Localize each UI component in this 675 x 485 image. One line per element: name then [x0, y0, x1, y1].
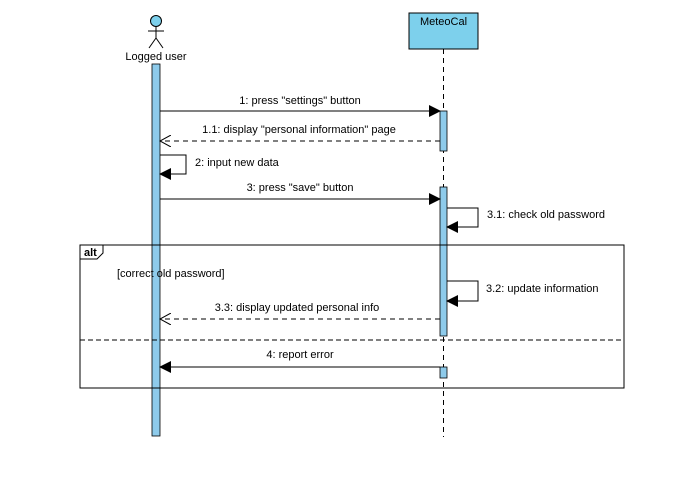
- message-3-2-label: 3.2: update information: [486, 283, 599, 295]
- message-3-label: 3: press "save" button: [247, 182, 354, 194]
- actor-activation-bar: [151, 63, 161, 437]
- system-activation-3: [439, 366, 448, 379]
- message-4-label: 4: report error: [266, 349, 334, 361]
- message-1-label: 1: press "settings" button: [239, 95, 361, 107]
- actor-left-leg: [148, 37, 157, 49]
- message-2-arrow: [159, 154, 187, 180]
- alt-guard-label: [correct old password]: [117, 268, 225, 280]
- actor-label: Logged user: [125, 51, 186, 63]
- alt-operator-label: alt: [84, 247, 97, 259]
- message-3-2: 3.2: update information: [446, 280, 599, 307]
- alt-fragment: alt [correct old password]: [79, 244, 625, 389]
- actor-logged-user: Logged user: [125, 15, 187, 63]
- message-3-3-label: 3.3: display updated personal info: [215, 302, 380, 314]
- message-3: 3: press "save" button: [160, 182, 441, 205]
- message-3-1-arrow: [446, 207, 479, 233]
- lifeline-meteocal: MeteoCal: [408, 12, 479, 437]
- message-3-2-arrow: [446, 280, 479, 307]
- system-activation-2: [439, 186, 448, 337]
- alt-frame: [79, 244, 625, 389]
- message-3-1-label: 3.1: check old password: [487, 209, 605, 221]
- message-3-1: 3.1: check old password: [446, 207, 605, 233]
- message-3-3: 3.3: display updated personal info: [160, 302, 440, 319]
- message-2-label: 2: input new data: [195, 157, 280, 169]
- alt-operator-tab: [79, 245, 104, 260]
- system-activation-1: [439, 110, 448, 152]
- message-2: 2: input new data: [159, 154, 280, 180]
- message-1: 1: press "settings" button: [160, 95, 441, 117]
- system-box: [408, 12, 479, 50]
- message-1-1: 1.1: display "personal information" page: [160, 124, 440, 141]
- actor-head-icon: [150, 15, 162, 27]
- system-label: MeteoCal: [420, 16, 467, 28]
- actor-right-leg: [155, 37, 164, 49]
- message-4: 4: report error: [159, 349, 440, 373]
- message-1-1-label: 1.1: display "personal information" page: [202, 124, 396, 136]
